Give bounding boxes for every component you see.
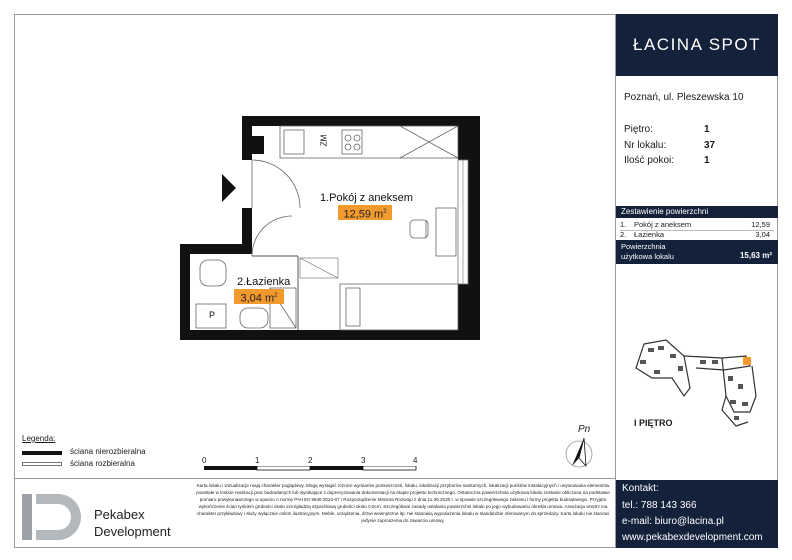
- total-value: 15,63 m²: [739, 251, 772, 260]
- info-floor-value: 1: [704, 124, 710, 135]
- room-1-area-sup: 2: [383, 209, 387, 215]
- floor-plan-label: I PIĘTRO: [634, 418, 673, 428]
- developer-name: Pekabex Development: [94, 506, 171, 540]
- panel-divider: [615, 14, 616, 548]
- scale-label-2: 2: [308, 456, 313, 465]
- room-1-name: 1.Pokój z aneksem: [320, 192, 413, 204]
- info-rooms-value: 1: [704, 155, 710, 166]
- footer-divider: [14, 478, 616, 479]
- contact-tel[interactable]: tel.: 788 143 366: [622, 500, 697, 511]
- developer-logo-icon: [22, 494, 81, 540]
- legend-swatch-partition: [22, 462, 62, 466]
- zm-label: ZM: [319, 134, 329, 147]
- page-frame: [14, 14, 778, 548]
- developer-name-line2: Development: [94, 524, 171, 539]
- building-key-plan: Pn: [635, 339, 757, 427]
- scale-label-0: 0: [202, 456, 207, 465]
- row-area: 3,04: [755, 230, 770, 239]
- contact-title: Kontakt:: [622, 483, 659, 494]
- row-name: Pokój z aneksem: [634, 220, 692, 229]
- row-number: 2.: [620, 230, 627, 239]
- total-label-line2: użytkowa lokalu: [621, 252, 674, 261]
- room-2-area-sup: 2: [274, 293, 278, 299]
- areas-table-row: 1. Pokój z aneksem 12,59: [620, 219, 774, 231]
- scale-label-4: 4: [413, 456, 418, 465]
- row-number: 1.: [620, 220, 627, 229]
- room-1-area: 12,59 m: [343, 208, 384, 221]
- scale-label-3: 3: [361, 456, 366, 465]
- info-unit-number-label: Nr lokalu:: [624, 140, 667, 151]
- room-1-area-tag: 12,59 m2: [338, 205, 392, 221]
- row-name: Łazienka: [634, 230, 665, 239]
- info-rooms-label: Ilość pokoi:: [624, 155, 675, 166]
- info-unit-number: Nr lokalu: 37: [624, 140, 715, 151]
- contact-email[interactable]: e-mail: biuro@lacina.pl: [622, 516, 724, 527]
- legend-swatch-load-bearing: [22, 451, 62, 455]
- north-arrow-icon: [565, 437, 593, 468]
- scale-bar: [204, 466, 417, 471]
- room-2-area-tag: 3,04 m2: [234, 289, 284, 305]
- room-2-area: 3,04 m: [240, 292, 275, 305]
- total-label: Powierzchnia użytkowa lokalu: [621, 242, 674, 262]
- legend-item-load-bearing: ściana nierozbieralna: [70, 447, 146, 456]
- total-label-line1: Powierzchnia: [621, 242, 666, 251]
- legend-item-partition: ściana rozbieralna: [70, 459, 135, 468]
- developer-name-line1: Pekabex: [94, 507, 145, 522]
- areas-table-total: Powierzchnia użytkowa lokalu 15,63 m²: [616, 240, 778, 264]
- disclaimer-text: Karta lokalu i wizualizacje mają charakt…: [196, 483, 610, 524]
- p-label: P: [209, 310, 216, 320]
- room-2-name: 2.Łazienka: [237, 276, 291, 288]
- legend-title: Legenda:: [22, 434, 56, 443]
- info-floor: Piętro: 1: [624, 124, 710, 135]
- address: Poznań, ul. Pleszewska 10: [624, 92, 744, 103]
- areas-table-title: Zestawienie powierzchni: [616, 206, 778, 218]
- contact-www[interactable]: www.pekabexdevelopment.com: [622, 532, 763, 543]
- scale-label-1: 1: [255, 456, 260, 465]
- contact-box: Kontakt: tel.: 788 143 366 e-mail: biuro…: [616, 480, 778, 548]
- info-floor-label: Piętro:: [624, 124, 653, 135]
- brand-logo: ŁACINA SPOT: [616, 14, 778, 76]
- north-label: Pn: [578, 424, 591, 435]
- row-area: 12,59: [751, 220, 770, 229]
- floor-plan: [180, 116, 480, 340]
- info-unit-number-value: 37: [704, 140, 716, 151]
- info-rooms: Ilość pokoi: 1: [624, 155, 710, 166]
